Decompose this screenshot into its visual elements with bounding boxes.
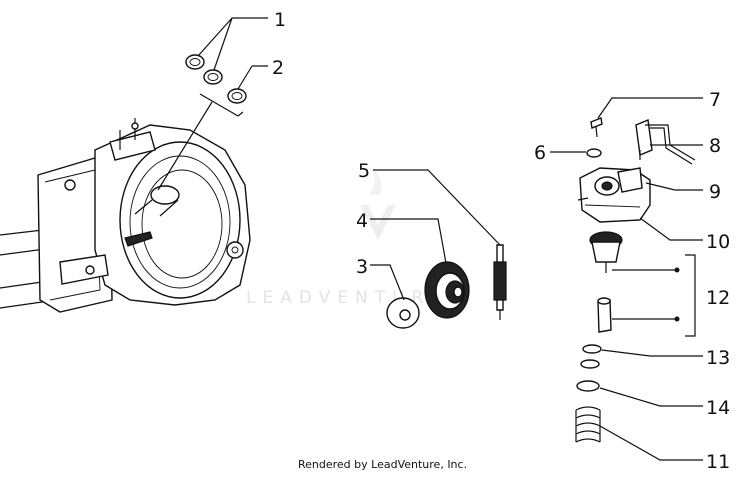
callout-9: 9 xyxy=(709,181,721,203)
pump-rotor-12 xyxy=(589,231,623,273)
shims-13 xyxy=(580,344,602,369)
gear-4 xyxy=(424,261,470,319)
washer-6 xyxy=(586,148,602,158)
watermark-logo xyxy=(360,168,396,240)
callout-labels: 1 2 3 4 5 6 7 8 9 10 12 13 14 11 xyxy=(272,9,730,473)
disc-14 xyxy=(576,380,600,392)
callout-8: 8 xyxy=(709,135,721,157)
screw-7 xyxy=(590,117,603,138)
callout-6: 6 xyxy=(534,142,546,164)
callout-12: 12 xyxy=(706,287,730,309)
callout-3: 3 xyxy=(356,256,368,278)
callout-5: 5 xyxy=(358,160,370,182)
pump-body-9 xyxy=(577,167,651,223)
callout-14: 14 xyxy=(706,397,730,419)
callout-11: 11 xyxy=(706,451,730,473)
render-credit: Rendered by LeadVenture, Inc. xyxy=(298,458,467,471)
fitting-8 xyxy=(635,119,696,165)
callout-1: 1 xyxy=(274,9,286,31)
plunger-12 xyxy=(597,297,612,333)
callout-10: 10 xyxy=(706,231,730,253)
spring-11 xyxy=(575,406,601,443)
engine-housing xyxy=(0,118,251,313)
o-ring-set xyxy=(157,54,247,191)
callout-2: 2 xyxy=(272,57,284,79)
watermark-text: LEADVENTURE xyxy=(246,288,448,308)
leader-lines xyxy=(197,17,703,461)
callout-4: 4 xyxy=(356,210,368,232)
callout-13: 13 xyxy=(706,347,730,369)
callout-7: 7 xyxy=(709,89,721,111)
bracket-12 xyxy=(612,254,696,337)
washer-3 xyxy=(386,297,420,329)
drive-shaft-5 xyxy=(493,244,507,320)
